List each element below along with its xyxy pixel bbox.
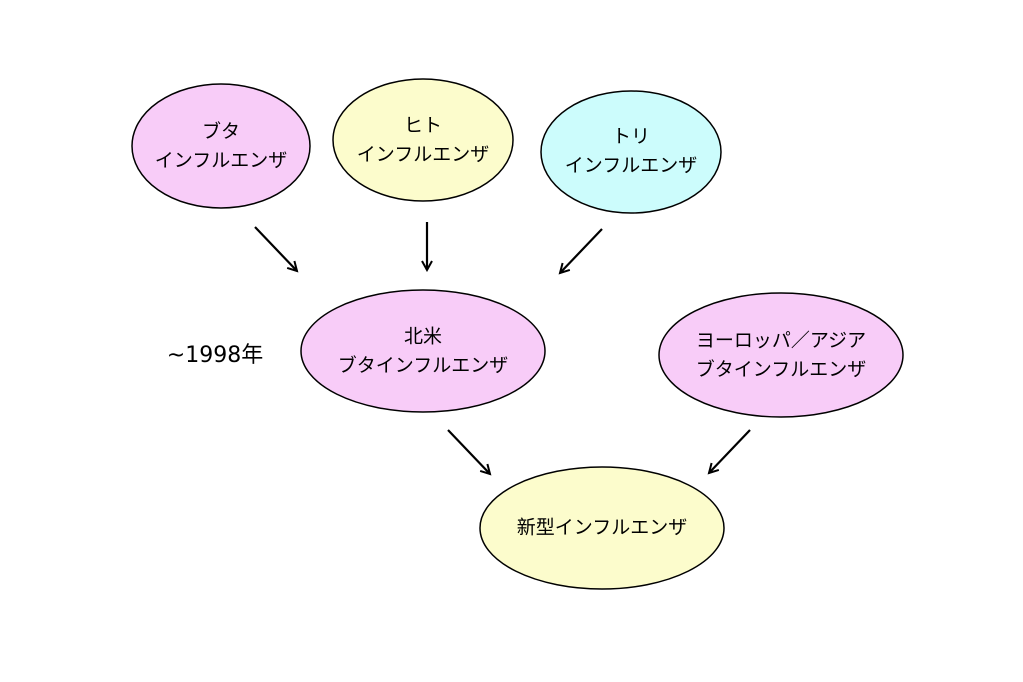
- node-human-line1: ヒト: [404, 115, 442, 137]
- node-eurasian-line1: ヨーロッパ／アジア: [696, 330, 866, 352]
- arrow-eurasian-to-novel: [709, 429, 751, 473]
- node-novel-line1: 新型インフルエンザ: [517, 517, 687, 539]
- node-eurasian-swine: ヨーロッパ／アジア ブタインフルエンザ: [658, 292, 904, 418]
- node-avian-line2: インフルエンザ: [565, 155, 697, 177]
- node-na-line2: ブタインフルエンザ: [338, 354, 508, 377]
- node-eurasian-line2: ブタインフルエンザ: [696, 358, 866, 381]
- node-human-influenza: ヒト インフルエンザ: [332, 78, 514, 202]
- node-novel-influenza: 新型インフルエンザ: [479, 466, 725, 590]
- arrow-avian-to-na: [560, 228, 603, 273]
- node-avian-influenza: トリ インフルエンザ: [540, 90, 722, 214]
- node-swine-line1: ブタ: [202, 120, 240, 143]
- node-avian-line1: トリ: [612, 126, 650, 148]
- node-swine-line2: インフルエンザ: [155, 150, 287, 172]
- node-swine-influenza: ブタ インフルエンザ: [131, 83, 311, 209]
- node-north-america-swine: 北米 ブタインフルエンザ: [300, 289, 546, 413]
- node-na-line1: 北米: [404, 326, 442, 348]
- arrow-na-to-novel: [447, 429, 490, 474]
- arrow-swine-to-na: [254, 226, 297, 271]
- node-human-line2: インフルエンザ: [357, 144, 489, 166]
- year-label: ~1998年: [167, 343, 263, 368]
